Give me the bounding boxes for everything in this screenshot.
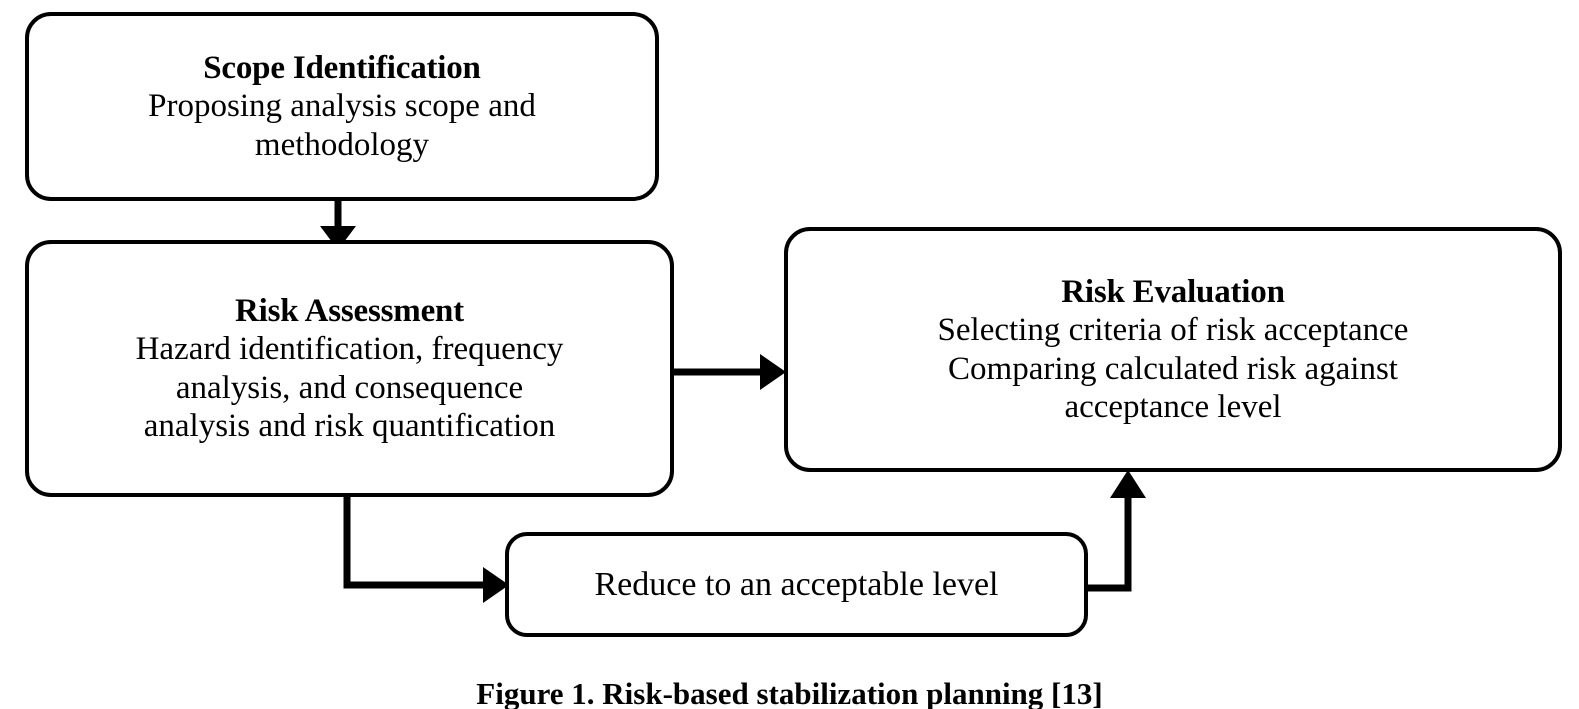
node-risk-evaluation-line-2: Comparing calculated risk against xyxy=(948,350,1398,387)
node-risk-assessment-body: Risk Assessment Hazard identification, f… xyxy=(136,292,564,445)
connector-assessment-to-reduce xyxy=(343,495,509,603)
node-scope-identification-line-1: Proposing analysis scope and xyxy=(148,88,536,125)
node-reduce-level[interactable]: Reduce to an acceptable level xyxy=(505,532,1088,637)
node-risk-evaluation-title: Risk Evaluation xyxy=(1061,273,1285,310)
node-risk-assessment[interactable]: Risk Assessment Hazard identification, f… xyxy=(25,240,674,497)
node-risk-evaluation-body: Risk Evaluation Selecting criteria of ri… xyxy=(938,273,1409,426)
node-risk-assessment-line-2: analysis, and consequence xyxy=(175,369,524,406)
node-scope-identification-title: Scope Identification xyxy=(203,50,481,87)
node-risk-assessment-title: Risk Assessment xyxy=(235,292,464,329)
figure-caption: Figure 1. Risk-based stabilization plann… xyxy=(476,676,1103,709)
node-reduce-level-line-1: Reduce to an acceptable level xyxy=(594,565,999,603)
node-risk-evaluation[interactable]: Risk Evaluation Selecting criteria of ri… xyxy=(784,227,1562,472)
node-reduce-level-body: Reduce to an acceptable level xyxy=(595,565,999,604)
node-risk-evaluation-line-1: Selecting criteria of risk acceptance xyxy=(937,312,1409,349)
node-scope-identification-body: Scope Identification Proposing analysis … xyxy=(148,49,536,164)
node-risk-evaluation-line-3: acceptance level xyxy=(1064,388,1282,425)
node-risk-assessment-line-3: analysis and risk quantification xyxy=(143,407,556,444)
node-scope-identification-line-2: methodology xyxy=(254,126,430,163)
connector-reduce-to-evaluation xyxy=(1088,470,1146,592)
connector-assessment-to-evaluation xyxy=(674,354,786,390)
node-risk-assessment-line-1: Hazard identification, frequency xyxy=(135,331,564,368)
node-scope-identification[interactable]: Scope Identification Proposing analysis … xyxy=(25,12,659,201)
